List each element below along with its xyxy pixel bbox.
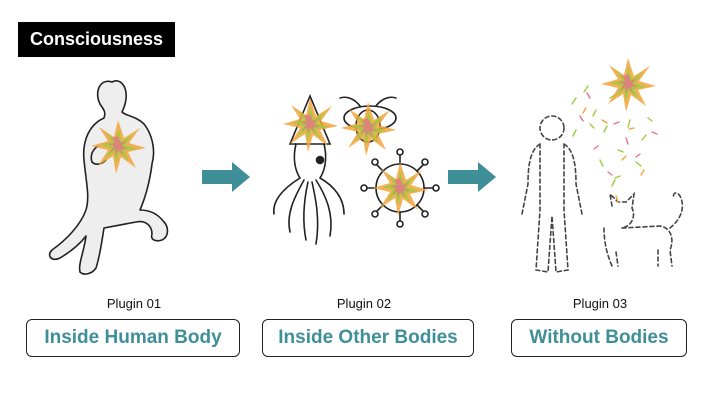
human-body-icon [48, 80, 169, 275]
title-badge: Consciousness [18, 22, 176, 57]
consciousness-burst-icon [601, 58, 656, 112]
inside-human-body-label: Inside Human Body [26, 319, 240, 357]
floating-particles [571, 85, 658, 203]
dashed-person-icon [521, 115, 583, 273]
dashed-cat-icon [603, 191, 684, 267]
arrow-right-icon [202, 162, 250, 192]
plugin-01-caption: Plugin 01 [106, 296, 162, 311]
arrow-right-icon [448, 162, 496, 192]
plugin-03-caption: Plugin 03 [572, 296, 628, 311]
inside-other-bodies-label: Inside Other Bodies [262, 319, 474, 357]
plugin-02-caption: Plugin 02 [336, 296, 392, 311]
without-bodies-label: Without Bodies [511, 319, 687, 357]
